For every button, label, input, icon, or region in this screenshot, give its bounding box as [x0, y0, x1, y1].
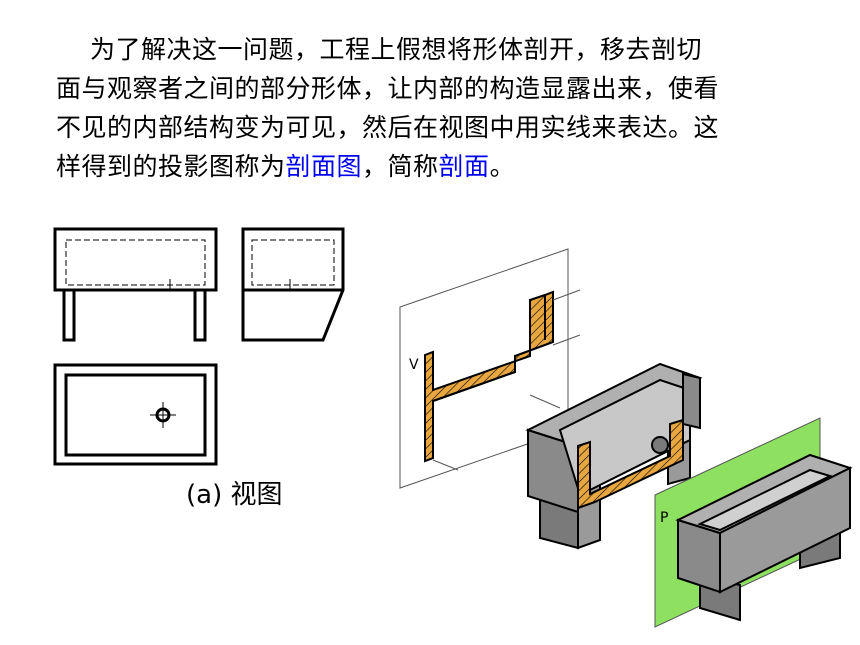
paragraph-line-2: 面与观察者之间的部分形体，让内部的构造显露出来，使看: [56, 74, 720, 103]
section-shape: [424, 290, 554, 463]
paragraph-line-1: 为了解决这一问题，工程上假想将形体剖开，移去剖切: [90, 35, 703, 64]
line4-text-a: 样得到的投影图称为: [56, 152, 286, 181]
paragraph-line-4: 样得到的投影图称为剖面图，简称剖面。: [56, 147, 816, 186]
plane-label-v: V: [409, 357, 419, 373]
plane-label-p: P: [660, 510, 668, 526]
term-section-view: 剖面图: [285, 152, 363, 181]
sectioned-solid: [525, 362, 703, 550]
figure-caption: (a) 视图: [186, 480, 283, 510]
top-view: [53, 363, 218, 466]
front-view: [53, 227, 218, 342]
paragraph-line-3: 不见的内部结构变为可见，然后在视图中用实线来表达。这: [56, 113, 720, 142]
side-view: [241, 227, 345, 342]
line4-text-c: 。: [489, 152, 516, 181]
term-section: 剖面: [438, 152, 490, 181]
p-plane: P: [654, 417, 853, 628]
body-paragraph: 为了解决这一问题，工程上假想将形体剖开，移去剖切 面与观察者之间的部分形体，让内…: [56, 30, 816, 186]
line4-text-b: ，简称: [362, 152, 439, 181]
